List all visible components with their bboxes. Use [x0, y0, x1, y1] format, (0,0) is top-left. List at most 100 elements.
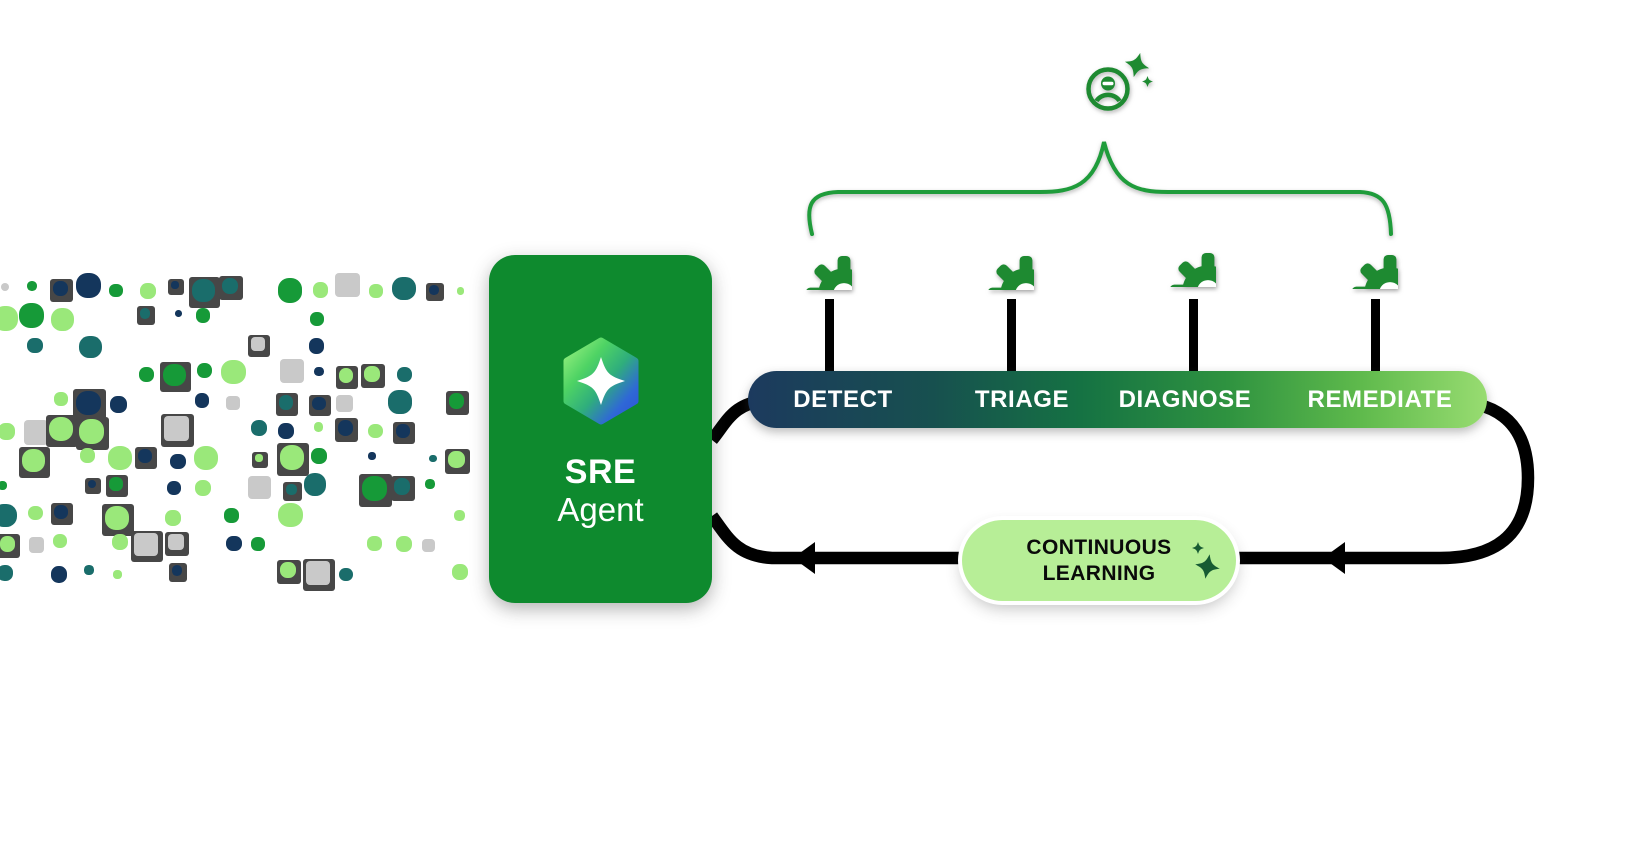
mosaic-dot [421, 538, 436, 553]
stage-label-remediate: REMEDIATE [1307, 385, 1453, 413]
mosaic-dot [83, 565, 94, 576]
mosaic-dot [0, 503, 17, 528]
mosaic-dot [113, 569, 122, 579]
mosaic-dot [368, 452, 376, 461]
data-stream-mosaic [0, 262, 492, 592]
brace [807, 141, 1393, 236]
mosaic-dot [164, 416, 189, 441]
stage-label-detect: DETECT [793, 385, 893, 413]
mosaic-dot [448, 393, 465, 409]
mosaic-dot [80, 448, 96, 464]
stage-connector-line [1189, 299, 1198, 374]
mosaic-dot [49, 416, 74, 441]
continuous-learning-line1: CONTINUOUS [1026, 535, 1172, 559]
mosaic-dot [277, 278, 303, 303]
mosaic-dot [278, 395, 294, 410]
mosaic-dot [28, 505, 44, 521]
mosaic-dot [314, 366, 324, 377]
mosaic-dot [26, 280, 38, 292]
mosaic-dot [0, 480, 7, 490]
mosaic-dot [163, 363, 187, 387]
mosaic-dot [21, 448, 45, 472]
mosaic-dot [303, 473, 327, 497]
mosaic-dot [139, 366, 155, 382]
mosaic-dot [174, 310, 182, 318]
mosaic-dot [312, 397, 326, 411]
mosaic-dot [79, 335, 102, 359]
agent-card-title: SRE [564, 453, 637, 491]
mosaic-dot [193, 445, 219, 471]
stage-connector-line [1007, 299, 1016, 374]
mosaic-dot [195, 308, 211, 323]
mosaic-dot [362, 475, 388, 501]
mosaic-dot [279, 562, 296, 579]
mosaic-dot [23, 420, 49, 445]
mosaic-dot [368, 284, 383, 298]
mosaic-dot [393, 478, 410, 495]
mosaic-dot [250, 336, 266, 352]
mosaic-dot [0, 423, 15, 440]
mosaic-dot [75, 273, 101, 299]
mosaic-dot [171, 281, 179, 289]
gear-sparkle-icon [806, 256, 852, 290]
stage-label-diagnose: DIAGNOSE [1118, 385, 1252, 413]
continuous-learning-line2: LEARNING [1042, 561, 1156, 585]
mosaic-dot [255, 454, 263, 462]
mosaic-dot [312, 282, 328, 298]
agent-user-sparkle-icon [1086, 45, 1165, 111]
mosaic-dot [110, 396, 127, 413]
mosaic-dot [18, 303, 44, 329]
mosaic-dot [309, 312, 324, 327]
mosaic-dot [305, 560, 330, 585]
gear-sparkle-icon [1170, 253, 1216, 287]
mosaic-dot [247, 475, 271, 500]
mosaic-dot [79, 419, 105, 444]
mosaic-dot [54, 505, 69, 520]
mosaic-dot [168, 534, 184, 550]
mosaic-dot [52, 280, 69, 296]
mosaic-dot [337, 420, 354, 436]
mosaic-dot [364, 366, 380, 382]
mosaic-dot [167, 481, 182, 496]
mosaic-dot [226, 535, 242, 551]
mosaic-dot [192, 279, 216, 303]
mosaic-dot [139, 308, 151, 319]
mosaic-dot [367, 423, 383, 439]
mosaic-dot [454, 509, 465, 521]
mosaic-dot [53, 533, 68, 548]
pipeline-bar: DETECT TRIAGE DIAGNOSE REMEDIATE [748, 371, 1487, 428]
right-arrowhead-icon [1323, 542, 1345, 574]
mosaic-dot [452, 563, 469, 580]
mosaic-dot [225, 396, 240, 410]
mosaic-dot [165, 509, 181, 526]
mosaic-dot [194, 393, 209, 408]
mosaic-dot [104, 506, 129, 531]
mosaic-dot [27, 337, 43, 354]
mosaic-dot [109, 283, 123, 298]
mosaic-dot [338, 368, 354, 384]
mosaic-dot [194, 480, 211, 497]
mosaic-dot [339, 567, 354, 582]
mosaic-dot [367, 536, 382, 551]
mosaic-dot [221, 277, 239, 295]
sparkle-icon [1189, 539, 1223, 583]
mosaic-dot [279, 359, 304, 384]
mosaic-dot [0, 564, 13, 582]
mosaic-dot [392, 276, 416, 300]
mosaic-dot [278, 422, 295, 439]
mosaic-dot [313, 422, 324, 432]
mosaic-dot [171, 564, 183, 576]
mosaic-dot [1, 283, 10, 292]
mosaic-dot [336, 395, 354, 413]
mosaic-dot [28, 537, 45, 553]
mosaic-dot [0, 536, 16, 552]
mosaic-dot [286, 484, 297, 495]
sre-agent-card: SRE Agent [489, 255, 712, 603]
mosaic-dot [388, 390, 412, 414]
mosaic-dot [396, 423, 410, 438]
agent-card-subtitle: Agent [557, 491, 644, 528]
mosaic-dot [395, 535, 413, 552]
mosaic-dot [76, 390, 101, 416]
mosaic-dot [251, 537, 266, 551]
